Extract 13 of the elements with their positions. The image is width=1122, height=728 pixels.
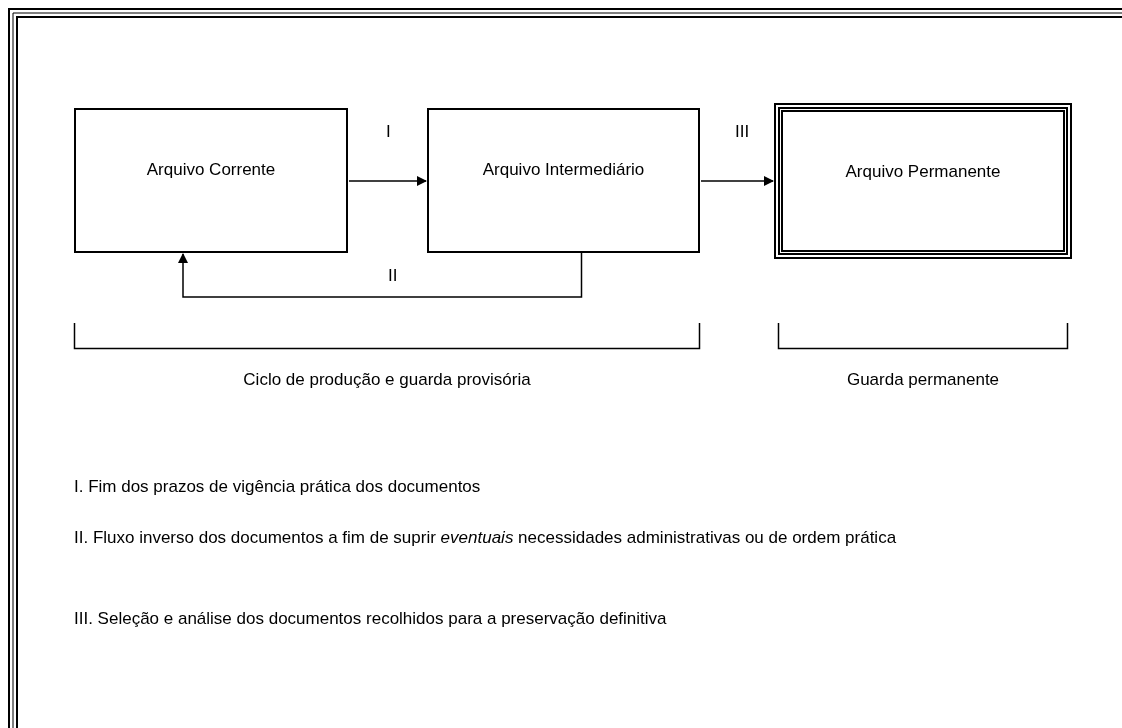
bracket-caption: Ciclo de produção e guarda provisória [242, 370, 532, 390]
bracket-caption: Guarda permanente [845, 370, 1001, 390]
process-box [74, 108, 348, 253]
note: I. Fim dos prazos de vigência prática dos documentos [74, 477, 481, 497]
node-label: Arquivo Intermediário [481, 160, 646, 180]
arrow [348, 176, 427, 186]
note: II. Fluxo inverso dos documentos a fim de suprir eventuais necessidades administrativas ou de ordem prática [74, 527, 898, 549]
node-label: Arquivo Permanente [844, 162, 1002, 182]
node-label: Arquivo Corrente [145, 160, 277, 180]
arrow [700, 176, 774, 186]
arrow [178, 252, 583, 298]
note: III. Seleção e análise dos documentos recolhidos para a preservação definitiva [74, 609, 667, 629]
process-box [427, 108, 700, 253]
